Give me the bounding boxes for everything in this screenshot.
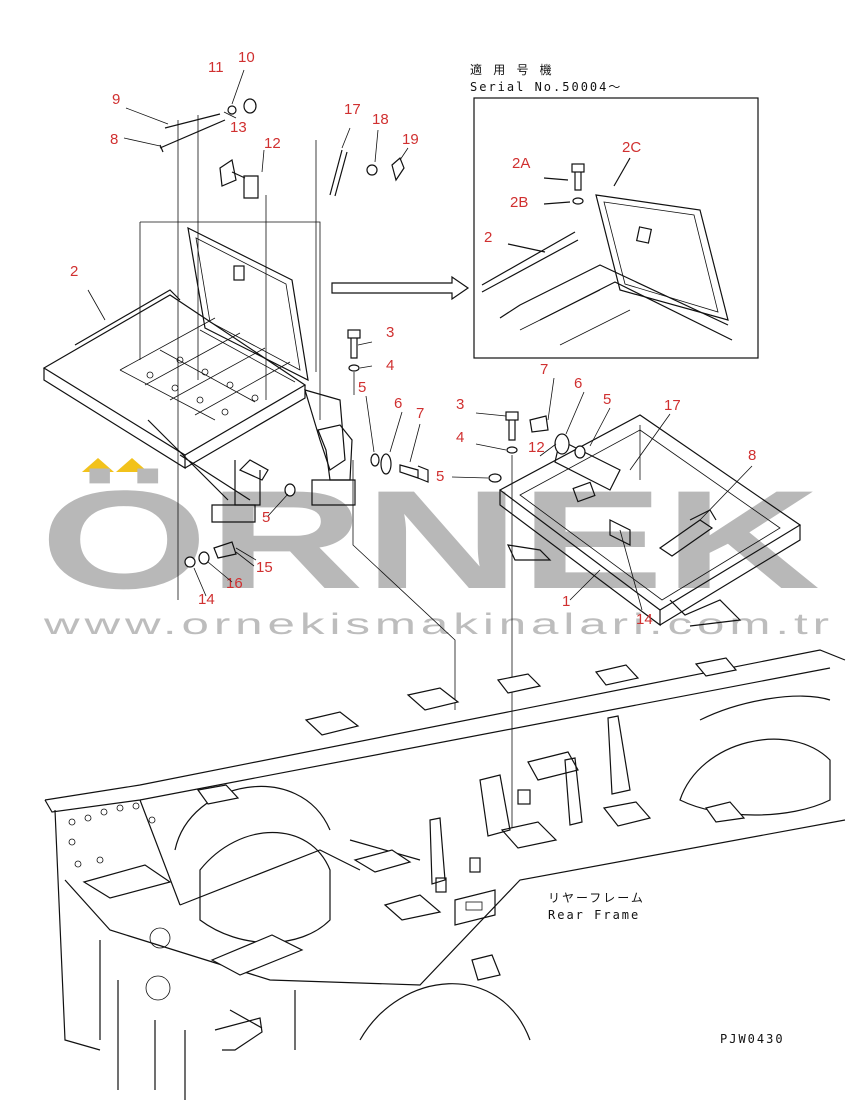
toolbox-lid-latch: [233, 265, 245, 281]
plate-6b-icon: [554, 433, 570, 455]
toolbox-lid: [187, 226, 309, 382]
rear-frame-opening: [199, 831, 331, 943]
part-label-7: 7: [416, 405, 424, 422]
detail-arrow: [331, 275, 470, 301]
inset-lid: [595, 194, 729, 321]
part-label-5-right: 5: [603, 391, 611, 408]
inset-deck-ribs: [519, 289, 631, 346]
rear-frame-opening-right: [679, 738, 831, 816]
part-label-6-right: 6: [574, 375, 582, 392]
part-label-2a: 2A: [512, 155, 530, 172]
part-label-6: 6: [394, 395, 402, 412]
part-label-2-inset: 2: [484, 229, 492, 246]
part-label-8: 8: [110, 131, 118, 148]
nut-14-icon: [184, 556, 196, 568]
part-label-13: 13: [230, 119, 247, 136]
washer-4b-icon: [506, 446, 518, 454]
bolt-2a-icon: [571, 163, 585, 173]
rod-9-icon: [159, 113, 226, 149]
left-hardware: [159, 98, 409, 600]
bolt-3-head-icon: [347, 329, 361, 339]
rear-frame-top-edge: [44, 649, 846, 801]
part-label-14-left: 14: [198, 591, 215, 608]
part-label-19: 19: [402, 131, 419, 148]
part-label-7-right: 7: [540, 361, 548, 378]
frame-mount-pads: [82, 657, 746, 976]
part-label-5: 5: [358, 379, 366, 396]
part-label-17: 17: [344, 101, 361, 118]
watermark: ÖRNEK www.ornekismakinalari.com.tr: [40, 458, 831, 641]
stay-17-icon: [329, 149, 348, 197]
nut-5-icon: [370, 453, 380, 467]
part-label-2: 2: [70, 263, 78, 280]
inset-detail: 適 用 号 機 Serial No.50004～ 2A 2B 2C 2: [470, 62, 759, 359]
part-label-12-right: 12: [528, 439, 545, 456]
part-label-10: 10: [238, 49, 255, 66]
plate-6-icon: [380, 453, 392, 475]
tray-foot-pad: [506, 544, 552, 561]
tray-bracket: [554, 439, 621, 491]
bolt-12-head-icon: [219, 159, 237, 187]
pin-19-icon: [391, 156, 405, 182]
toolbox-rear-bracket: [304, 389, 346, 471]
washer-11-icon: [227, 105, 237, 115]
part-label-11: 11: [208, 59, 224, 76]
part-label-5-left: 5: [262, 509, 270, 526]
bolt-7b-icon: [529, 415, 549, 433]
part-label-15: 15: [256, 559, 273, 576]
watermark-brand: ÖRNEK: [40, 461, 820, 618]
part-label-1: 1: [562, 593, 570, 610]
frame-gussets: [429, 715, 631, 885]
part-labels: 9 8 11 10 13 12 17 18 19 2 3 4 5 6 7 5 1…: [70, 49, 756, 628]
washer-2b-icon: [572, 197, 584, 205]
part-label-16: 16: [226, 575, 243, 592]
nut-5d-icon: [574, 445, 586, 459]
left-toolbox-assembly: [42, 221, 356, 523]
rear-frame-bottom-edge: [64, 819, 846, 986]
inset-header-japanese: 適 用 号 機: [470, 62, 554, 77]
washer-4-icon: [348, 364, 360, 372]
nut-5b-icon: [284, 483, 296, 497]
part-label-3: 3: [386, 324, 394, 341]
watermark-accent-right: [116, 458, 148, 472]
label-leaders: [87, 69, 753, 611]
part-label-4-right: 4: [456, 429, 464, 446]
clamp-12-icon: [243, 175, 259, 199]
washer-16-icon: [198, 551, 210, 565]
rear-frame-label-japanese: リヤーフレーム: [548, 891, 645, 905]
drawing-code: PJW0430: [720, 1032, 785, 1046]
part-label-8-right: 8: [748, 447, 756, 464]
right-tray-assembly: [488, 411, 802, 830]
watermark-accent-left: [82, 458, 114, 472]
part-label-4: 4: [386, 357, 394, 374]
part-label-3-right: 3: [456, 396, 464, 413]
rear-frame: [44, 649, 846, 1100]
rear-frame-label-english: Rear Frame: [548, 908, 640, 922]
toolbox-floor-grid: [119, 317, 296, 421]
part-label-14-right: 14: [636, 611, 653, 628]
part-label-2b: 2B: [510, 194, 528, 211]
tray-hold-down-8-icon: [658, 519, 714, 557]
inset-frame: [473, 97, 759, 359]
plate-18-icon: [366, 164, 378, 176]
frame-lifting-bracket: [454, 889, 496, 926]
inset-header-serial: Serial No.50004～: [470, 80, 622, 94]
part-label-12: 12: [264, 135, 281, 152]
part-label-2c: 2C: [622, 139, 641, 156]
toolbox-mount-pad: [211, 504, 256, 523]
inset-lid-handle: [635, 226, 653, 244]
part-label-5-mid: 5: [436, 468, 444, 485]
inset-deck: [481, 231, 733, 341]
nut-10-icon: [243, 98, 257, 114]
frame-holes: [68, 802, 171, 1001]
nut-5c-icon: [488, 473, 502, 483]
part-label-9: 9: [112, 91, 120, 108]
bolt-3b-head-icon: [505, 411, 519, 421]
bolt-15-icon: [213, 541, 237, 559]
center-hardware: [184, 329, 429, 568]
toolbox-floor-holes: [146, 356, 259, 416]
part-label-18: 18: [372, 111, 389, 128]
part-label-17-right: 17: [664, 397, 681, 414]
